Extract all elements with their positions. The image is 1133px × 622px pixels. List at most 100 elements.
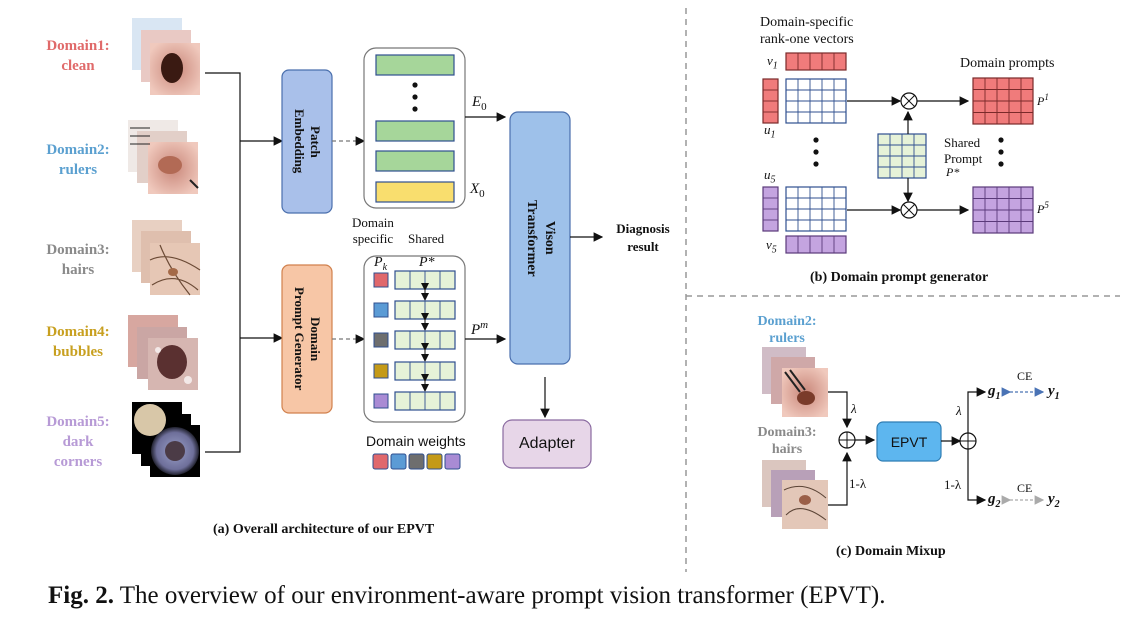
pm-sup: m [480,319,489,331]
p5-main: P [1037,202,1045,216]
x0-sub: 0 [479,188,485,200]
ellipsis-dot [412,94,418,100]
domain3-images [132,220,201,296]
panel-c-title: (c) Domain Mixup [836,544,946,559]
v5-vector-bg [785,235,847,254]
prompt-generator-label: Domain Prompt Generator [292,287,323,391]
domain2-images [128,120,199,194]
y1-label: y1 [1048,383,1060,402]
v1-main: v [767,53,773,68]
pm-main: P [471,322,481,338]
ellipsis-dot [813,137,819,143]
vit-label-wrap: Vison Transformer [510,112,570,364]
u5-sub: 5 [770,174,776,186]
mixup-domain2-label: Domain2: rulers [757,314,817,346]
ellipsis-dot [412,106,418,112]
v5-label: v5 [766,237,777,256]
domain5-label: Domain5: dark corners [46,414,110,470]
adapter-box [502,419,592,469]
ellipsis-dot [998,137,1004,143]
v5-main: v [766,237,772,252]
vit-box [509,111,571,365]
ellipsis-dot [998,161,1004,167]
patch-embedding-label: Patch Embedding [292,109,323,174]
domain-specific-cell [373,272,389,288]
vit-label: Vison Transformer [524,199,557,277]
outer-product-1 [785,78,847,124]
g2-sub: 2 [995,499,1001,510]
e0-label: E0 [472,94,487,113]
shared-label: Shared [408,231,445,246]
token-1 [375,54,455,76]
token-class [375,181,455,203]
y2-label: y2 [1048,491,1060,510]
domain3-label: Domain3: hairs [46,242,110,278]
otimes-top-x2 [902,94,916,108]
g1-label: g1 [988,383,1001,402]
pstar-label-b: P* [946,165,960,179]
domain-specific-cell [373,363,389,379]
otimes-bottom-x2 [902,203,916,217]
token-2 [375,120,455,142]
domain-weight-square [408,453,425,470]
pk-sub: k [382,261,388,273]
domain-weight-square [444,453,461,470]
v5-sub: 5 [771,244,777,256]
v1-vector-bg [785,52,847,71]
pstar-label-a: P* [419,255,435,270]
token-3 [375,150,455,172]
u5-vector [762,186,779,232]
one-minus-lambda-left: 1-λ [849,476,867,491]
domain1-images [132,18,200,95]
p1-main: P [1037,94,1045,108]
ce-bottom-label: CE [1017,481,1033,495]
shared-prompt-label: Shared Prompt [944,135,983,166]
shared-prompt-row [394,361,456,381]
prompt-rows [373,270,456,411]
domain-specific-cell [373,332,389,348]
mixup-out-top [967,387,987,433]
panel-b-graphics [762,52,1034,254]
g1-sub: 1 [995,391,1001,402]
g1-main: g [988,383,996,399]
ellipsis-dot [813,149,819,155]
g2-label: g2 [988,491,1001,510]
lambda-right: λ [956,403,962,418]
domain-weight-square [426,453,443,470]
domain1-label: Domain1: clean [46,38,110,74]
v1-label: v1 [767,53,778,72]
pk-main: P [374,255,383,270]
shared-prompt-row [394,330,456,350]
x0-label: X0 [470,181,485,200]
u1-vector [762,78,779,124]
u1-sub: 1 [770,129,776,141]
v1-sub: 1 [772,60,778,72]
domain3-mixup-images [762,460,828,529]
u1-main: u [764,122,771,137]
domain4-images [128,315,198,390]
y1-sub: 1 [1054,391,1060,402]
ellipsis-dot [813,161,819,167]
y2-sub: 2 [1054,499,1060,510]
p1-sup: 1 [1044,92,1049,102]
outer-product-5 [785,186,847,232]
mixup-out-bottom [967,449,987,505]
pk-label: Pk [374,255,387,273]
p5-grid [972,186,1034,234]
domain2-label: Domain2: rulers [46,142,110,178]
pm-label: Pm [471,319,488,339]
patch-embedding-label-wrap: Patch Embedding [282,70,332,213]
p1-grid [972,77,1034,125]
p5-sup: 5 [1044,200,1049,210]
prompt-generator-label-wrap: Domain Prompt Generator [282,265,332,413]
epvt-label-wrap: EPVT [877,422,941,461]
panel-a-title: (a) Overall architecture of our EPVT [213,522,435,537]
domain-prompts-label: Domain prompts [960,56,1055,71]
one-minus-lambda-right: 1-λ [944,477,962,492]
domain-weight-square [390,453,407,470]
p1-label: P1 [1037,92,1049,109]
ellipsis-dot [412,82,418,88]
v1-vector [785,52,847,71]
mixup-domain3-label: Domain3: hairs [757,425,817,457]
